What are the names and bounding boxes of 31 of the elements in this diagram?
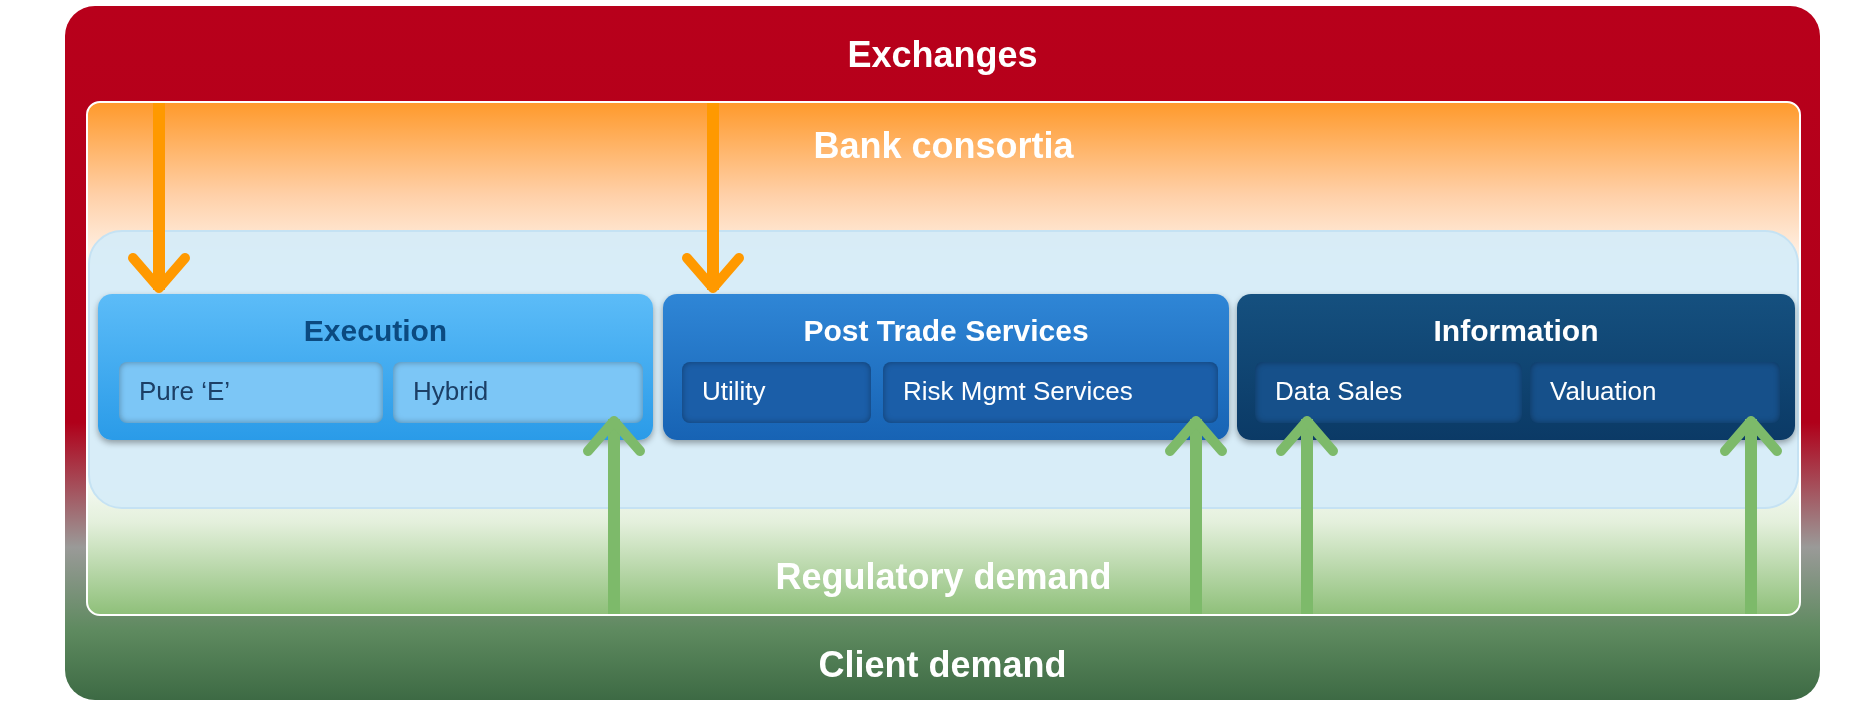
service-tile	[1530, 362, 1780, 423]
panel-title: Execution	[302, 314, 449, 348]
highlight-band	[88, 230, 1799, 509]
arrow	[1165, 416, 1227, 614]
arrow	[583, 416, 645, 614]
tile-label: Risk Mgmt Services	[903, 376, 1133, 407]
category-panel	[1237, 294, 1795, 440]
layer-title: Regulatory demand	[774, 556, 1113, 598]
inner-layer	[86, 101, 1801, 616]
arrow	[682, 103, 744, 293]
layer-title: Client demand	[817, 644, 1068, 686]
layer-title: Exchanges	[846, 34, 1039, 76]
tile-label: Valuation	[1550, 376, 1657, 407]
service-tile	[393, 362, 643, 423]
arrow	[1720, 416, 1782, 614]
category-panel	[98, 294, 653, 440]
outer-layer	[65, 6, 1820, 700]
tile-label: Pure ‘E’	[139, 376, 231, 407]
tile-label: Data Sales	[1275, 376, 1403, 407]
service-tile	[883, 362, 1218, 423]
tile-label: Utility	[702, 376, 766, 407]
service-tile	[682, 362, 871, 423]
panel-title: Information	[1432, 314, 1600, 348]
category-panel	[663, 294, 1229, 440]
arrow	[128, 103, 190, 293]
arrow	[1276, 416, 1338, 614]
layer-title: Bank consortia	[812, 125, 1075, 167]
panel-title: Post Trade Services	[802, 314, 1090, 348]
service-tile	[1255, 362, 1522, 423]
service-tile	[119, 362, 383, 423]
tile-label: Hybrid	[413, 376, 489, 407]
